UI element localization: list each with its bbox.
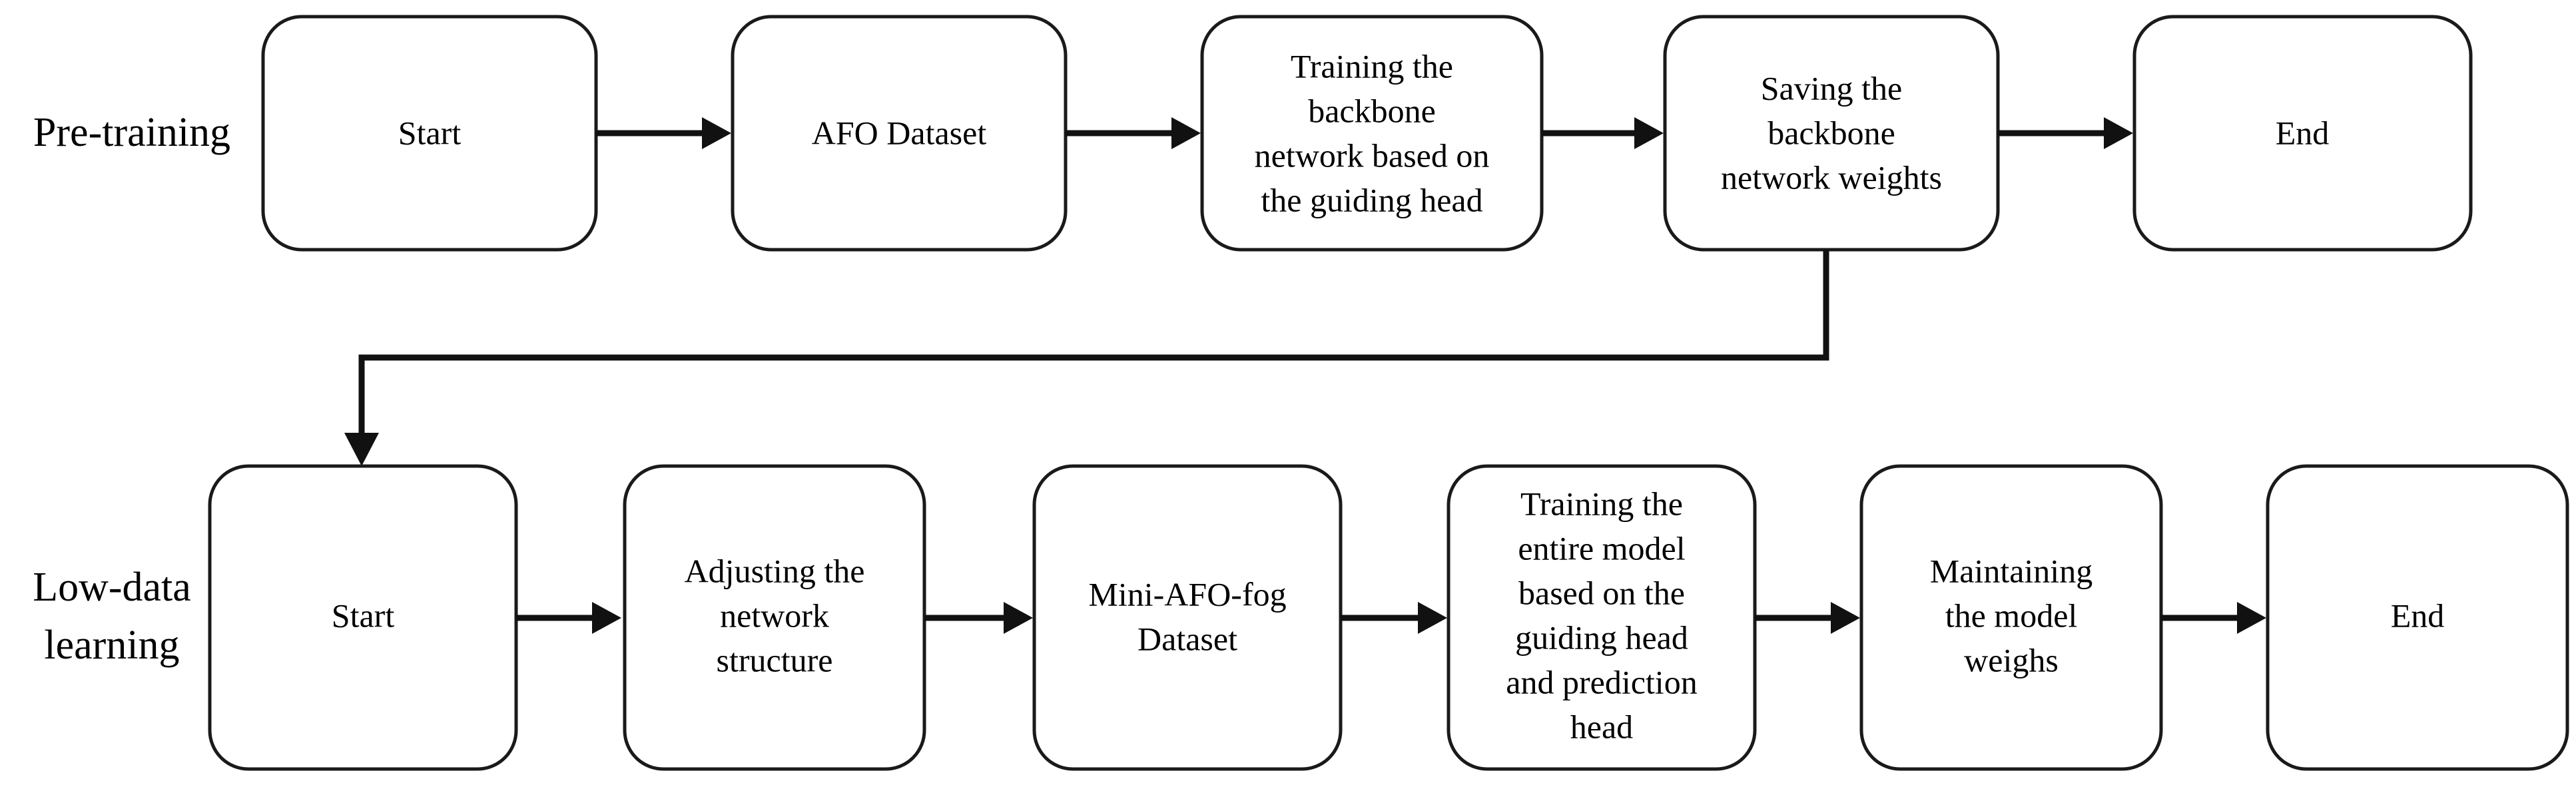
node-ld-train-entire-line5: and prediction <box>1506 663 1697 700</box>
node-ld-train-entire-line1: Training the <box>1520 485 1683 522</box>
phase-label-low-data-line1: Low-data <box>33 565 191 610</box>
phase-label-pre-training: Pre-training <box>33 110 230 155</box>
node-pt-save-weights-line2: backbone <box>1768 114 1895 151</box>
phase-label-low-data-line2: learning <box>44 623 179 668</box>
node-ld-maintain-weights-line3: weighs <box>1964 641 2059 678</box>
node-ld-maintain-weights-line1: Maintaining <box>1930 552 2093 589</box>
connector-ld-adjust-to-mini <box>924 602 1033 634</box>
node-ld-train-entire-line6: head <box>1570 708 1633 745</box>
node-ld-train-entire-line2: entire model <box>1518 529 1685 567</box>
connector-ld-maintain-to-end <box>2161 602 2266 634</box>
node-pt-save-weights-line1: Saving the <box>1761 69 1902 107</box>
node-ld-adjust-structure-line1: Adjusting the <box>685 552 865 589</box>
connector-ld-train-to-maintain <box>1755 602 1860 634</box>
node-pt-train-backbone-line1: Training the <box>1291 47 1453 85</box>
node-pt-start-label: Start <box>398 114 462 151</box>
node-pt-train-backbone-line4: the guiding head <box>1261 181 1482 218</box>
node-ld-train-entire-line3: based on the <box>1518 574 1685 611</box>
connector-ld-mini-to-train <box>1341 602 1447 634</box>
connector-pt-afo-to-train <box>1066 117 1201 149</box>
node-ld-end[interactable] <box>2266 464 2569 771</box>
node-ld-maintain-weights-line2: the model <box>1945 597 2078 634</box>
node-ld-start-label: Start <box>332 597 395 634</box>
node-ld-end-label: End <box>2391 597 2445 634</box>
node-pt-end[interactable] <box>2132 15 2473 252</box>
node-ld-mini-afo-fog-line1: Mini-AFO-fog <box>1088 575 1286 613</box>
node-ld-train-entire-line4: guiding head <box>1515 619 1688 656</box>
node-ld-mini-afo-fog[interactable] <box>1032 464 1343 771</box>
node-ld-adjust-structure-line3: structure <box>717 641 833 678</box>
node-pt-end-label: End <box>2276 114 2330 151</box>
connector-pt-save-to-ld-start <box>344 250 1829 466</box>
node-ld-adjust-structure-line2: network <box>720 597 829 634</box>
node-pt-train-backbone-line3: network based on <box>1255 136 1490 174</box>
connector-pt-start-to-afo <box>596 117 731 149</box>
node-pt-train-backbone-line2: backbone <box>1308 92 1436 129</box>
connector-ld-start-to-adjust <box>516 602 621 634</box>
node-ld-mini-afo-fog-line2: Dataset <box>1137 620 1237 657</box>
connector-pt-train-to-save <box>1542 117 1664 149</box>
connector-pt-save-to-end <box>1998 117 2133 149</box>
node-pt-afo-dataset-label: AFO Dataset <box>812 114 987 151</box>
node-pt-save-weights-line3: network weights <box>1721 158 1942 196</box>
